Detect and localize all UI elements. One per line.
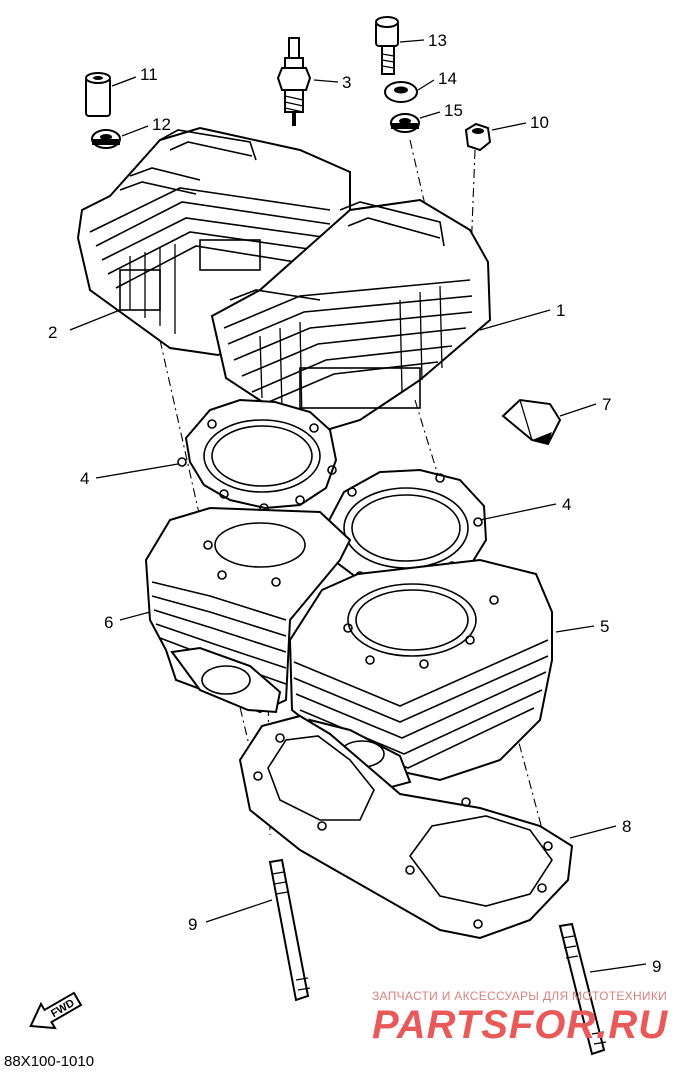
part-12-washer (91, 129, 121, 149)
callout-9-right: 9 (652, 957, 661, 976)
watermark-brand: PARTSFOR.RU (372, 1003, 668, 1047)
callout-labels: 11 12 3 13 14 15 10 2 1 7 4 4 6 5 8 9 9 (48, 31, 661, 976)
callout-8: 8 (622, 817, 631, 836)
leader-lines (69, 39, 647, 973)
figure-code: 88X100-1010 (4, 1053, 94, 1070)
callout-2: 2 (48, 323, 57, 342)
part-7-damper (501, 398, 562, 446)
callout-3: 3 (342, 73, 351, 92)
part-15-washer (390, 113, 420, 133)
part-9-stud-bolt-right (558, 922, 607, 1056)
callout-1: 1 (556, 301, 565, 320)
part-8-base-gasket (238, 714, 574, 940)
part-10-nut (464, 122, 492, 152)
part-11-collar (85, 72, 111, 117)
callout-11: 11 (140, 65, 158, 84)
part-5-cylinder-front (288, 558, 553, 792)
callout-4-front: 4 (562, 495, 571, 514)
part-6-cylinder-rear (144, 506, 352, 714)
callout-7: 7 (602, 395, 611, 414)
watermark: ЗАПЧАСТИ И АКСЕССУАРЫ ДЛЯ МОТОТЕХНИКИ PA… (372, 989, 668, 1047)
callout-5: 5 (600, 617, 609, 636)
part-4-head-gasket-rear (177, 398, 338, 513)
part-9-stud-bolt-left (268, 858, 311, 1002)
part-14-washer (384, 81, 418, 103)
callout-10: 10 (530, 113, 549, 132)
callout-4-rear: 4 (80, 469, 89, 488)
callout-14: 14 (438, 69, 457, 88)
part-13-bolt (375, 16, 399, 75)
part-3-spark-plug (276, 37, 312, 126)
callout-9-left: 9 (188, 915, 197, 934)
fwd-arrow-icon: FWD (29, 991, 83, 1030)
part-1-cylinder-head-front (210, 198, 492, 434)
callout-6: 6 (104, 613, 113, 632)
callout-12: 12 (152, 115, 171, 134)
callout-15: 15 (444, 101, 463, 120)
watermark-tagline: ЗАПЧАСТИ И АКСЕССУАРЫ ДЛЯ МОТОТЕХНИКИ (372, 989, 667, 1003)
callout-13: 13 (428, 31, 447, 50)
